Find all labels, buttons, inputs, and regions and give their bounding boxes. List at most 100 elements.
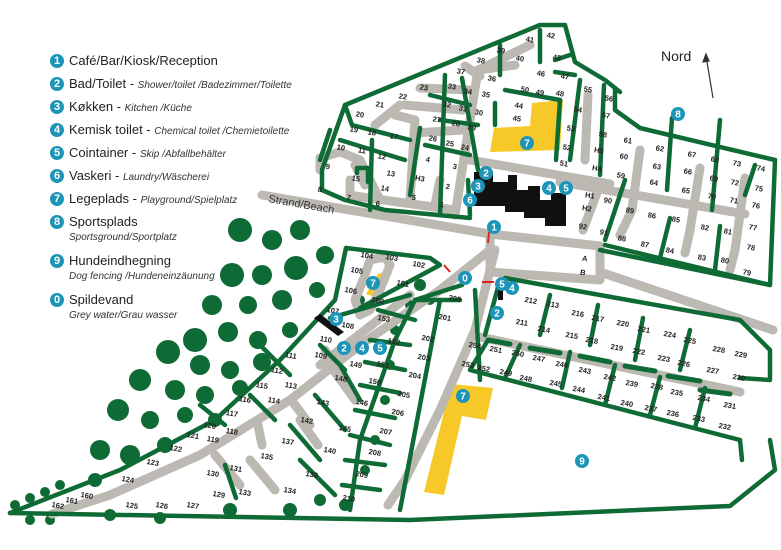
legend-translation: Laundry/Wäscherei	[122, 172, 210, 183]
pitch-label: 142	[300, 415, 314, 426]
pitch-label: 120	[203, 420, 217, 431]
pitch-label: 250	[511, 348, 525, 359]
facility-marker-8[interactable]: 8	[671, 107, 685, 121]
pitch-label: 252	[477, 363, 491, 374]
hedge-line	[587, 302, 601, 348]
pitch-label: 149	[349, 359, 363, 370]
marker-number: 2	[341, 344, 347, 355]
legend-translation: Chemical toilet /Chemietoilette	[154, 126, 290, 137]
pitch-label: 2	[445, 182, 451, 192]
road-segment	[257, 190, 495, 239]
facility-marker-5[interactable]: 5	[559, 181, 573, 195]
marker-circle-icon	[471, 179, 485, 193]
facility-marker-6[interactable]: 6	[463, 193, 477, 207]
pitch-label: 29	[467, 122, 477, 132]
hedge-bar	[527, 345, 563, 356]
pitch-label: 67	[687, 149, 697, 159]
pitch-label: 101	[396, 278, 410, 289]
facility-marker-7[interactable]: 7	[520, 136, 534, 150]
playground-area-north	[490, 100, 563, 152]
facility-marker-0[interactable]: 0	[458, 271, 472, 285]
pitch-label: 79	[742, 267, 752, 277]
grey-water-lines	[443, 231, 494, 283]
pitch-label: 208	[368, 447, 382, 458]
pitch-label: 219	[610, 342, 624, 353]
pitch-label: 12	[377, 151, 387, 161]
pitch-label: 232	[718, 421, 732, 432]
hedge-line	[7, 437, 778, 523]
pitch-label: 214	[537, 324, 552, 335]
hedge-line	[297, 457, 338, 498]
facility-marker-3[interactable]: 3	[471, 179, 485, 193]
pitch-label: 211	[515, 317, 528, 328]
pitch-label: 33	[447, 81, 457, 91]
facility-marker-2[interactable]: 2	[337, 341, 351, 355]
facility-marker-7[interactable]: 7	[456, 389, 470, 403]
facility-marker-4[interactable]: 4	[542, 181, 556, 195]
pitch-label: 119	[206, 434, 219, 445]
facility-marker-4[interactable]: 4	[355, 341, 369, 355]
pitch-label: 235	[670, 387, 684, 398]
pitch-label: 247	[532, 353, 546, 364]
road-segment	[350, 252, 395, 320]
facility-marker-9[interactable]: 9	[575, 454, 589, 468]
legend-label: Cointainer - Skip /Abfallbehälter	[69, 145, 226, 160]
facility-marker-2[interactable]: 2	[490, 306, 504, 320]
pitch-label: 58	[598, 129, 608, 139]
pitch-label: 43	[552, 52, 562, 62]
facility-marker-1[interactable]: 1	[487, 220, 501, 234]
pitch-label: 6	[375, 199, 381, 209]
hedge-line	[367, 337, 413, 348]
hedge-line	[553, 97, 563, 163]
pitch-label: 23	[419, 82, 429, 92]
pitch-label: 254	[468, 340, 483, 351]
tree-icon	[284, 256, 308, 280]
pitch-label: H3	[414, 173, 425, 184]
pitch-label: 117	[225, 408, 238, 419]
pitch-label: 216	[571, 308, 585, 319]
facility-marker-3[interactable]: 3	[329, 312, 343, 326]
facility-marker-4[interactable]: 4	[505, 281, 519, 295]
pitch-label: 160	[80, 490, 94, 501]
pitch-label: 82	[700, 222, 710, 232]
pitch-label: 234	[697, 393, 712, 404]
marker-number: 4	[546, 184, 552, 195]
pitch-label: 237	[644, 403, 658, 414]
pitch-label: 69	[709, 173, 719, 183]
tree-icon	[282, 322, 298, 338]
pitch-label: 236	[666, 408, 680, 419]
hedge-line	[657, 215, 673, 261]
pitch-label: 1	[439, 200, 445, 210]
tree-icon	[360, 465, 370, 475]
pitch-label: 251	[489, 344, 503, 355]
pitch-label: 139	[305, 469, 319, 480]
pitch-label: 123	[146, 457, 160, 468]
pitch-label: 49	[535, 87, 545, 97]
facility-marker-2[interactable]: 2	[479, 166, 493, 180]
pitch-label: 200	[448, 293, 462, 304]
hedge-line	[422, 142, 473, 158]
marker-circle-icon	[366, 276, 380, 290]
hedge-line	[327, 292, 413, 321]
pitch-label: 27	[432, 114, 442, 124]
tree-icon	[314, 494, 326, 506]
pitch-label: 59	[616, 170, 626, 180]
pitch-label: 70	[707, 191, 717, 201]
legend-translation: Kitchen /Küche	[124, 103, 192, 114]
road-segment	[725, 173, 750, 275]
pitch-label: 125	[125, 500, 139, 511]
facility-marker-5[interactable]: 5	[373, 341, 387, 355]
hedge-line	[317, 127, 333, 163]
pitch-label: 56	[604, 93, 614, 103]
hedge-line	[312, 392, 348, 433]
pitch-label: 26	[428, 133, 438, 143]
legend-translation: Dog fencing /Hundeneinzäunung	[69, 271, 215, 282]
pitch-label: 81	[723, 226, 733, 236]
pitch-label: 220	[616, 318, 630, 329]
hedge-bar	[697, 387, 733, 397]
tree-icon	[223, 503, 237, 517]
pitch-label: 21	[375, 99, 385, 109]
facility-marker-7[interactable]: 7	[366, 276, 380, 290]
road-segment	[473, 60, 520, 75]
hedge-line	[602, 362, 618, 408]
